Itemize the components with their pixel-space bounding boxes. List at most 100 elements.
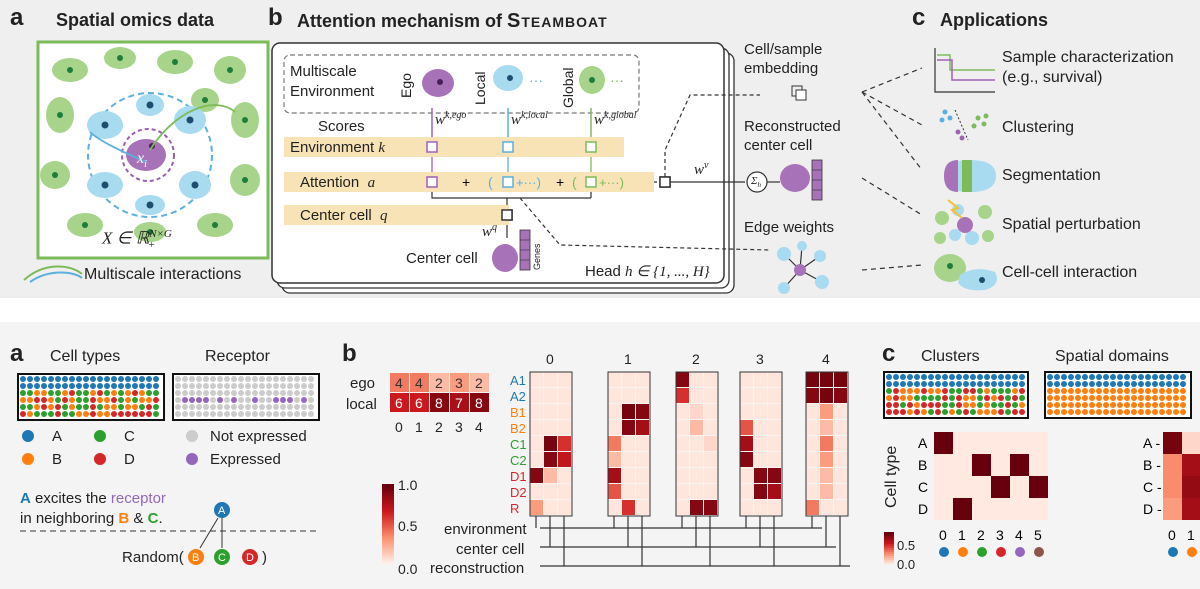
receptor-dot: [203, 397, 209, 403]
head-cell: [704, 436, 717, 451]
cluster-dot: [991, 374, 997, 380]
cluster-dot: [991, 395, 997, 401]
domain-dot: [1103, 381, 1109, 387]
head-label: Head h ∈ {1, ..., H}: [585, 263, 710, 280]
domain-dot: [1110, 381, 1116, 387]
cell-dot: [97, 397, 103, 403]
head-label: 2: [692, 351, 700, 367]
cell-dot: [146, 383, 152, 389]
cell-dot: [125, 404, 131, 410]
head-cell: [820, 404, 833, 419]
receptor-dot: [196, 411, 202, 417]
cbar-b-segment: [382, 528, 394, 531]
bottom-b-label: b: [342, 340, 357, 367]
cluster-cell: [972, 432, 991, 454]
head-cell: [558, 404, 571, 419]
cell-dot: [90, 411, 96, 417]
svg-text:D: D: [246, 552, 254, 564]
cell-dot: [132, 411, 138, 417]
cbar-b-segment: [382, 560, 394, 563]
cluster-dot: [977, 395, 983, 401]
legend-dot-A: [22, 430, 34, 442]
w-k-local: wk,local: [511, 110, 548, 128]
cbar-b-segment: [382, 552, 394, 555]
head-cell: [768, 500, 781, 515]
head-cell: [768, 484, 781, 499]
domain-dot: [1103, 402, 1109, 408]
receptor-dot: [238, 376, 244, 382]
row-label-D2: D2: [510, 485, 527, 500]
cell-dot: [34, 390, 40, 396]
domain-cell: [1182, 454, 1200, 476]
domain-dot: [1061, 374, 1067, 380]
cell-dot: [146, 376, 152, 382]
head-cell: [690, 484, 703, 499]
cell-dot: [27, 397, 33, 403]
head-cell: [754, 500, 767, 515]
app-sample-characterization: Sample characterization (e.g., survival): [1002, 49, 1174, 86]
domain-dot: [1131, 381, 1137, 387]
domain-dot: [1180, 395, 1186, 401]
cluster-dot: [1012, 409, 1018, 415]
domain-dot: [1180, 374, 1186, 380]
ego-row-label: ego: [350, 375, 376, 392]
cluster-dot: [998, 395, 1004, 401]
cbar-b-segment: [382, 548, 394, 551]
cbar-b-segment: [382, 530, 394, 533]
receptor-dot: [301, 397, 307, 403]
receptor-dot: [203, 390, 209, 396]
head-cell: [676, 388, 689, 403]
cell-dot: [55, 383, 61, 389]
cbar-c-segment: [884, 540, 894, 543]
receptor-dot: [238, 397, 244, 403]
receptor-dot: [224, 411, 230, 417]
domain-dot: [1117, 402, 1123, 408]
cell-dot: [97, 411, 103, 417]
ego-value: 4: [395, 375, 403, 391]
head-cell: [704, 388, 717, 403]
domain-dot: [1075, 409, 1081, 415]
domain-row-B: B -: [1143, 457, 1161, 473]
domain-dot: [1075, 395, 1081, 401]
cell-dot: [125, 397, 131, 403]
panel-a-label: a: [10, 4, 24, 31]
cell-dot: [97, 404, 103, 410]
domain-dot: [1152, 381, 1158, 387]
cluster-dot: [956, 388, 962, 394]
head-cell: [704, 500, 717, 515]
head-cell: [806, 484, 819, 499]
cbar-c-segment: [884, 536, 894, 539]
domain-dot: [1110, 409, 1116, 415]
cell-dot: [55, 404, 61, 410]
cluster-cell: [991, 454, 1010, 476]
panel-b-label: b: [268, 4, 283, 31]
cell-dot: [118, 397, 124, 403]
cbar-b-segment: [382, 546, 394, 549]
cluster-dot: [935, 374, 941, 380]
cell-dot: [111, 383, 117, 389]
head-cell: [608, 404, 621, 419]
cluster-col-dot: [939, 547, 949, 557]
cell-dot: [139, 411, 145, 417]
ego-cell: [410, 373, 429, 392]
receptor-dot: [273, 411, 279, 417]
cbar-b-segment: [382, 554, 394, 557]
receptor-dot: [308, 390, 314, 396]
receptor-dot: [175, 383, 181, 389]
cluster-dot: [914, 395, 920, 401]
cbar-b-segment: [382, 532, 394, 535]
cluster-dot: [984, 374, 990, 380]
head-cell: [676, 484, 689, 499]
domain-dot: [1096, 374, 1102, 380]
cell-dot: [104, 376, 110, 382]
cell-dot: [139, 383, 145, 389]
cluster-dot: [963, 402, 969, 408]
cbar-b-segment: [382, 506, 394, 509]
cluster-dot: [928, 409, 934, 415]
domain-dot: [1061, 395, 1067, 401]
row-label-D1: D1: [510, 469, 527, 484]
cluster-dot: [935, 402, 941, 408]
domain-dot: [1131, 395, 1137, 401]
cell-dot: [153, 404, 159, 410]
